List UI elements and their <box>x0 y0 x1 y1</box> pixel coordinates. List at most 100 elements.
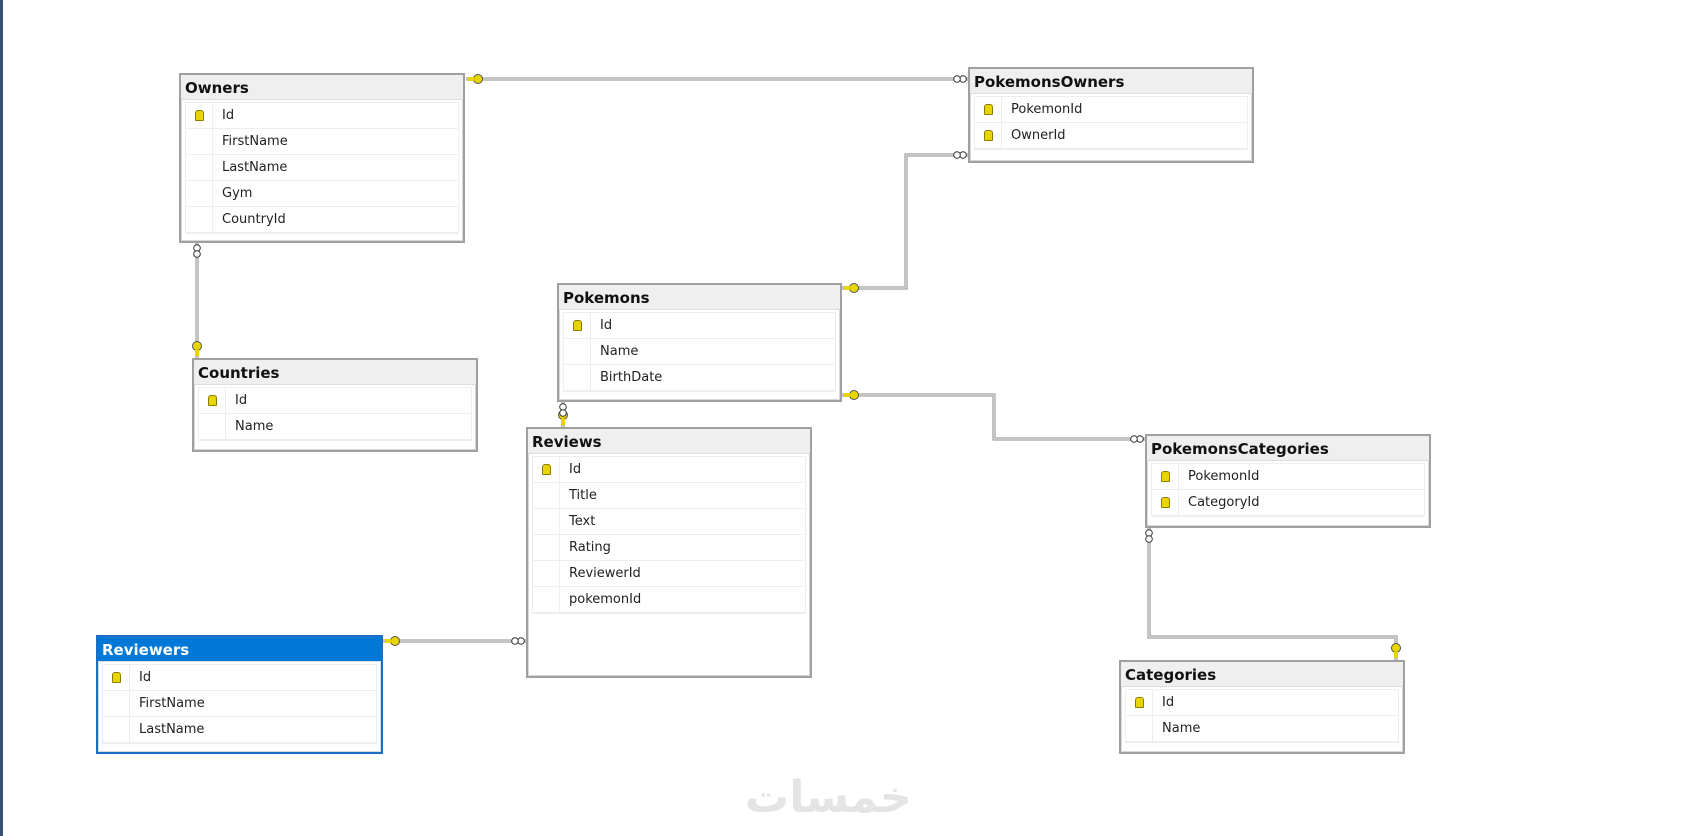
table-title[interactable]: Countries <box>194 360 476 385</box>
relationship-line[interactable] <box>842 151 968 293</box>
relationship-line[interactable] <box>383 636 526 646</box>
column-row[interactable]: Name <box>564 339 835 365</box>
key-end-icon <box>390 636 400 646</box>
column-row[interactable]: Rating <box>533 535 805 561</box>
column-row[interactable]: Id <box>103 665 376 691</box>
column-row[interactable]: PokemonId <box>975 97 1247 123</box>
column-name: Id <box>222 108 235 123</box>
column-row[interactable]: Id <box>1126 690 1398 716</box>
left-border <box>0 0 3 836</box>
key-end-icon <box>849 390 859 400</box>
infinity-end-icon <box>193 250 201 258</box>
column-name: LastName <box>139 722 205 737</box>
table-title[interactable]: Pokemons <box>559 285 840 310</box>
column-row[interactable]: Text <box>533 509 805 535</box>
key-end-icon <box>473 74 483 84</box>
primary-key-icon <box>572 320 582 331</box>
column-row[interactable]: Id <box>199 388 471 414</box>
column-row[interactable]: Name <box>1126 716 1398 742</box>
column-row[interactable]: pokemonId <box>533 587 805 613</box>
primary-key-icon <box>207 395 217 406</box>
column-row[interactable]: FirstName <box>186 129 458 155</box>
primary-key-icon <box>983 130 993 141</box>
column-name: Text <box>569 514 596 529</box>
column-name: BirthDate <box>600 370 663 385</box>
relationship-line[interactable] <box>192 243 202 358</box>
row-selector <box>103 665 130 690</box>
primary-key-icon <box>1160 497 1170 508</box>
relationship-line[interactable] <box>1145 528 1401 660</box>
row-selector <box>1126 690 1153 715</box>
row-selector <box>564 365 591 390</box>
column-name: pokemonId <box>569 592 642 607</box>
column-row[interactable]: BirthDate <box>564 365 835 391</box>
row-selector <box>1152 490 1179 515</box>
infinity-end-icon <box>511 637 519 645</box>
column-row[interactable]: CategoryId <box>1152 490 1424 516</box>
column-name: CountryId <box>222 212 286 227</box>
row-selector <box>199 414 226 439</box>
watermark-logo: خمسات <box>745 772 912 823</box>
row-selector <box>533 457 560 482</box>
table-title[interactable]: PokemonsCategories <box>1147 436 1429 461</box>
column-row[interactable]: LastName <box>186 155 458 181</box>
column-row[interactable]: Name <box>199 414 471 440</box>
primary-key-icon <box>111 672 121 683</box>
table-title[interactable]: PokemonsOwners <box>970 69 1252 94</box>
row-selector <box>103 691 130 716</box>
column-row[interactable]: LastName <box>103 717 376 743</box>
column-name: Id <box>235 393 248 408</box>
column-row[interactable]: Id <box>533 457 805 483</box>
column-name: Id <box>600 318 613 333</box>
column-row[interactable]: Gym <box>186 181 458 207</box>
column-row[interactable]: Title <box>533 483 805 509</box>
column-name: Name <box>235 419 274 434</box>
column-name: PokemonId <box>1188 469 1260 484</box>
column-row[interactable]: PokemonId <box>1152 464 1424 490</box>
row-selector <box>564 339 591 364</box>
table-title[interactable]: Reviews <box>528 429 810 454</box>
column-name: OwnerId <box>1011 128 1066 143</box>
column-name: Gym <box>222 186 253 201</box>
table-title[interactable]: Categories <box>1121 662 1403 687</box>
column-row[interactable]: ReviewerId <box>533 561 805 587</box>
row-selector <box>186 129 213 154</box>
table-title[interactable]: Owners <box>181 75 463 100</box>
column-row[interactable]: CountryId <box>186 207 458 233</box>
primary-key-icon <box>1160 471 1170 482</box>
column-row[interactable]: OwnerId <box>975 123 1247 149</box>
column-row[interactable]: Id <box>564 313 835 339</box>
relationship-line[interactable] <box>466 74 968 84</box>
column-name: Name <box>1162 721 1201 736</box>
column-row[interactable]: Id <box>186 103 458 129</box>
column-name: PokemonId <box>1011 102 1083 117</box>
relationship-line[interactable] <box>842 390 1145 443</box>
primary-key-icon <box>541 464 551 475</box>
infinity-end-icon <box>953 75 961 83</box>
column-name: Id <box>1162 695 1175 710</box>
table-title[interactable]: Reviewers <box>98 637 381 662</box>
relationship-line[interactable] <box>558 402 568 427</box>
column-name: Title <box>569 488 597 503</box>
column-row[interactable]: FirstName <box>103 691 376 717</box>
row-selector <box>199 388 226 413</box>
infinity-end-icon <box>1130 435 1138 443</box>
key-end-icon <box>1391 643 1401 653</box>
row-selector <box>186 181 213 206</box>
row-selector <box>1152 464 1179 489</box>
row-selector <box>103 717 130 742</box>
